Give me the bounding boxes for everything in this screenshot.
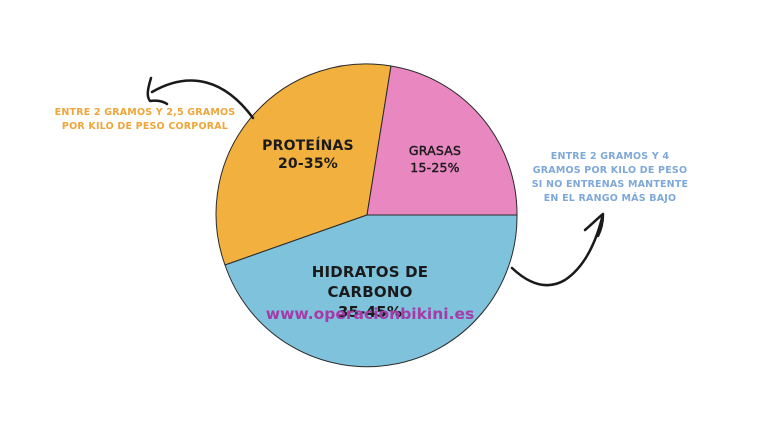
arrow-left-icon <box>150 79 255 120</box>
arrow-right-icon <box>510 216 604 287</box>
label-hidratos-name: HIDRATOS DE CARBONO <box>311 263 429 301</box>
note-hidratos-line3: SI NO ENTRENAS MANTENTE <box>531 179 689 190</box>
slice-grasas <box>366 65 518 216</box>
note-proteinas-line1: ENTRE 2 GRAMOS Y 2,5 GRAMOS <box>54 107 236 118</box>
label-grasas-range: 15-25% <box>410 160 460 175</box>
label-proteinas-name: PROTEÍNAS <box>262 138 354 154</box>
slice-hidratos <box>224 214 518 368</box>
label-proteinas: PROTEÍNAS 20-35% <box>248 137 368 173</box>
website-watermark: www.operacionbikini.es <box>265 305 475 323</box>
note-proteinas: ENTRE 2 GRAMOS Y 2,5 GRAMOS POR KILO DE … <box>50 106 240 134</box>
note-proteinas-line2: POR KILO DE PESO CORPORAL <box>61 121 229 132</box>
arrow-left-head-icon <box>146 76 169 106</box>
note-hidratos-line4: EN EL RANGO MÁS BAJO <box>543 193 677 204</box>
note-hidratos-line1: ENTRE 2 GRAMOS Y 4 <box>550 151 670 162</box>
label-grasas-name: GRASAS <box>408 143 462 158</box>
label-hidratos: HIDRATOS DE CARBONO 35-45% <box>270 262 470 322</box>
note-hidratos: ENTRE 2 GRAMOS Y 4 GRAMOS POR KILO DE PE… <box>525 150 695 206</box>
label-hidratos-range: 35-45% <box>337 303 403 321</box>
arrow-right-head-icon <box>583 212 605 238</box>
label-grasas: GRASAS 15-25% <box>390 142 480 176</box>
slice-proteinas <box>215 63 392 266</box>
note-hidratos-line2: GRAMOS POR KILO DE PESO <box>532 165 688 176</box>
label-proteinas-range: 20-35% <box>277 156 338 172</box>
